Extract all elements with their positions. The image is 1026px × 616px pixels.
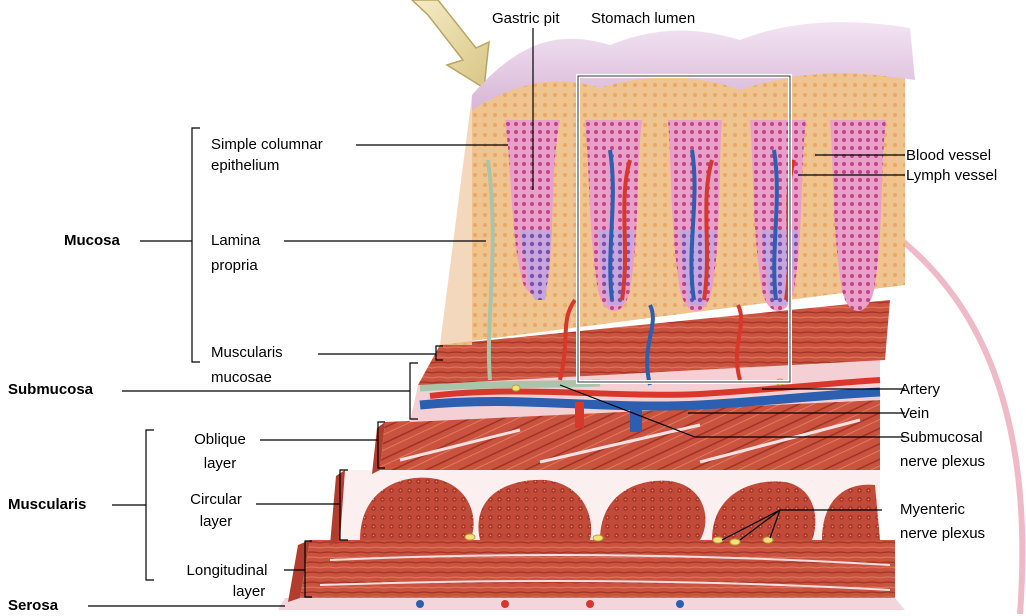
label-blood-vessel: Blood vessel bbox=[906, 146, 991, 166]
label-vein: Vein bbox=[900, 404, 929, 424]
label-muscularis: Muscularis bbox=[8, 495, 86, 515]
label-longitudinal: Longitudinal bbox=[172, 561, 282, 581]
serosa-layer bbox=[278, 598, 905, 610]
direction-arrow bbox=[412, 0, 489, 88]
label-submucosal-nerve-plexus: nerve plexus bbox=[900, 452, 985, 472]
label-submucosal: Submucosal bbox=[900, 428, 983, 448]
circular-muscle-layer bbox=[330, 470, 880, 545]
label-oblique: Oblique bbox=[180, 430, 260, 450]
label-submucosa: Submucosa bbox=[8, 380, 93, 400]
label-lymph-vessel: Lymph vessel bbox=[906, 166, 997, 186]
label-lamina: Lamina bbox=[211, 231, 260, 251]
label-mucosa: Mucosa bbox=[64, 231, 120, 251]
label-mucosae: mucosae bbox=[211, 368, 272, 388]
label-myenteric: Myenteric bbox=[900, 500, 965, 520]
label-epithelium: epithelium bbox=[211, 156, 279, 176]
longitudinal-muscle-layer bbox=[288, 540, 895, 602]
label-stomach-lumen: Stomach lumen bbox=[591, 9, 695, 29]
label-longitudinal-layer: layer bbox=[214, 582, 284, 602]
label-muscularis-mucosae: Muscularis bbox=[211, 343, 283, 363]
label-myenteric-nerve-plexus: nerve plexus bbox=[900, 524, 985, 544]
label-circular-layer: layer bbox=[176, 512, 256, 532]
label-serosa: Serosa bbox=[8, 596, 58, 616]
label-artery: Artery bbox=[900, 380, 940, 400]
label-simple-columnar: Simple columnar bbox=[211, 135, 323, 155]
label-gastric-pit: Gastric pit bbox=[492, 9, 560, 29]
label-oblique-layer: layer bbox=[180, 454, 260, 474]
label-circular: Circular bbox=[176, 490, 256, 510]
label-propria: propria bbox=[211, 256, 258, 276]
